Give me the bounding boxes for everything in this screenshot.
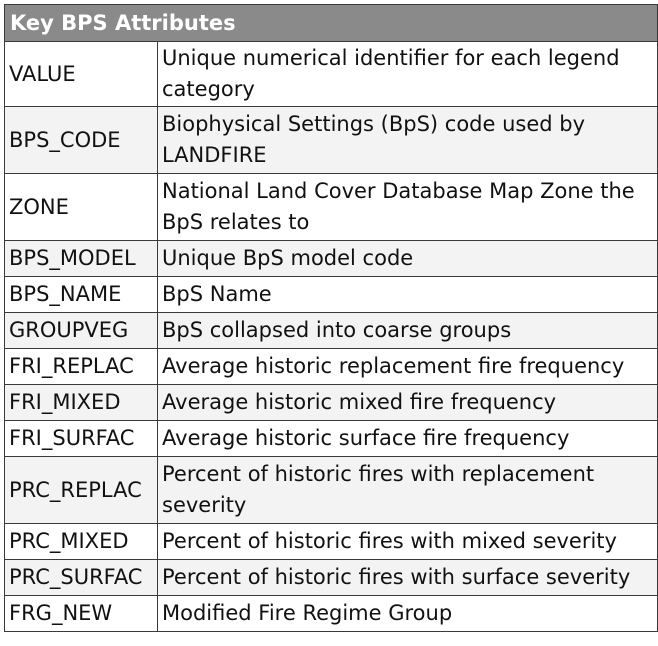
table-row: ZONE National Land Cover Database Map Zo…: [4, 173, 658, 241]
attribute-description: National Land Cover Database Map Zone th…: [156, 173, 658, 241]
attribute-name: BPS_MODEL: [4, 240, 158, 277]
bps-attributes-table: Key BPS Attributes VALUE Unique numerica…: [3, 4, 658, 632]
attribute-name: FRI_MIXED: [4, 384, 158, 421]
attribute-name: BPS_CODE: [4, 106, 158, 174]
table-row: FRG_NEW Modified Fire Regime Group: [4, 595, 658, 632]
table-row: PRC_REPLAC Percent of historic fires wit…: [4, 456, 658, 524]
table-row: FRI_MIXED Average historic mixed fire fr…: [4, 384, 658, 421]
attribute-description: Average historic mixed fire frequency: [156, 384, 658, 421]
table-title: Key BPS Attributes: [3, 4, 658, 42]
attribute-description: Average historic replacement fire freque…: [156, 348, 658, 385]
attribute-name: PRC_REPLAC: [4, 456, 158, 524]
attribute-name: VALUE: [4, 41, 158, 107]
table-row: FRI_REPLAC Average historic replacement …: [4, 348, 658, 385]
table-row: VALUE Unique numerical identifier for ea…: [4, 41, 658, 107]
attribute-description: Unique numerical identifier for each leg…: [156, 41, 658, 107]
attribute-name: FRG_NEW: [4, 595, 158, 632]
table-row: BPS_CODE Biophysical Settings (BpS) code…: [4, 106, 658, 174]
attribute-description: Biophysical Settings (BpS) code used by …: [156, 106, 658, 174]
attribute-name: BPS_NAME: [4, 276, 158, 313]
attribute-description: BpS Name: [156, 276, 658, 313]
attribute-name: GROUPVEG: [4, 312, 158, 349]
attribute-description: Percent of historic fires with surface s…: [156, 559, 658, 596]
attribute-description: Unique BpS model code: [156, 240, 658, 277]
attribute-description: BpS collapsed into coarse groups: [156, 312, 658, 349]
attribute-description: Percent of historic fires with mixed sev…: [156, 523, 658, 560]
table-row: BPS_NAME BpS Name: [4, 276, 658, 313]
attribute-name: PRC_SURFAC: [4, 559, 158, 596]
table-header-row: Key BPS Attributes: [3, 4, 658, 42]
attribute-description: Average historic surface fire frequency: [156, 420, 658, 457]
attribute-name: ZONE: [4, 173, 158, 241]
table-row: PRC_SURFAC Percent of historic fires wit…: [4, 559, 658, 596]
attribute-name: PRC_MIXED: [4, 523, 158, 560]
table-row: PRC_MIXED Percent of historic fires with…: [4, 523, 658, 560]
attribute-description: Percent of historic fires with replaceme…: [156, 456, 658, 524]
attribute-name: FRI_SURFAC: [4, 420, 158, 457]
table-row: BPS_MODEL Unique BpS model code: [4, 240, 658, 277]
table-row: FRI_SURFAC Average historic surface fire…: [4, 420, 658, 457]
table-row: GROUPVEG BpS collapsed into coarse group…: [4, 312, 658, 349]
attribute-description: Modified Fire Regime Group: [156, 595, 658, 632]
attribute-name: FRI_REPLAC: [4, 348, 158, 385]
